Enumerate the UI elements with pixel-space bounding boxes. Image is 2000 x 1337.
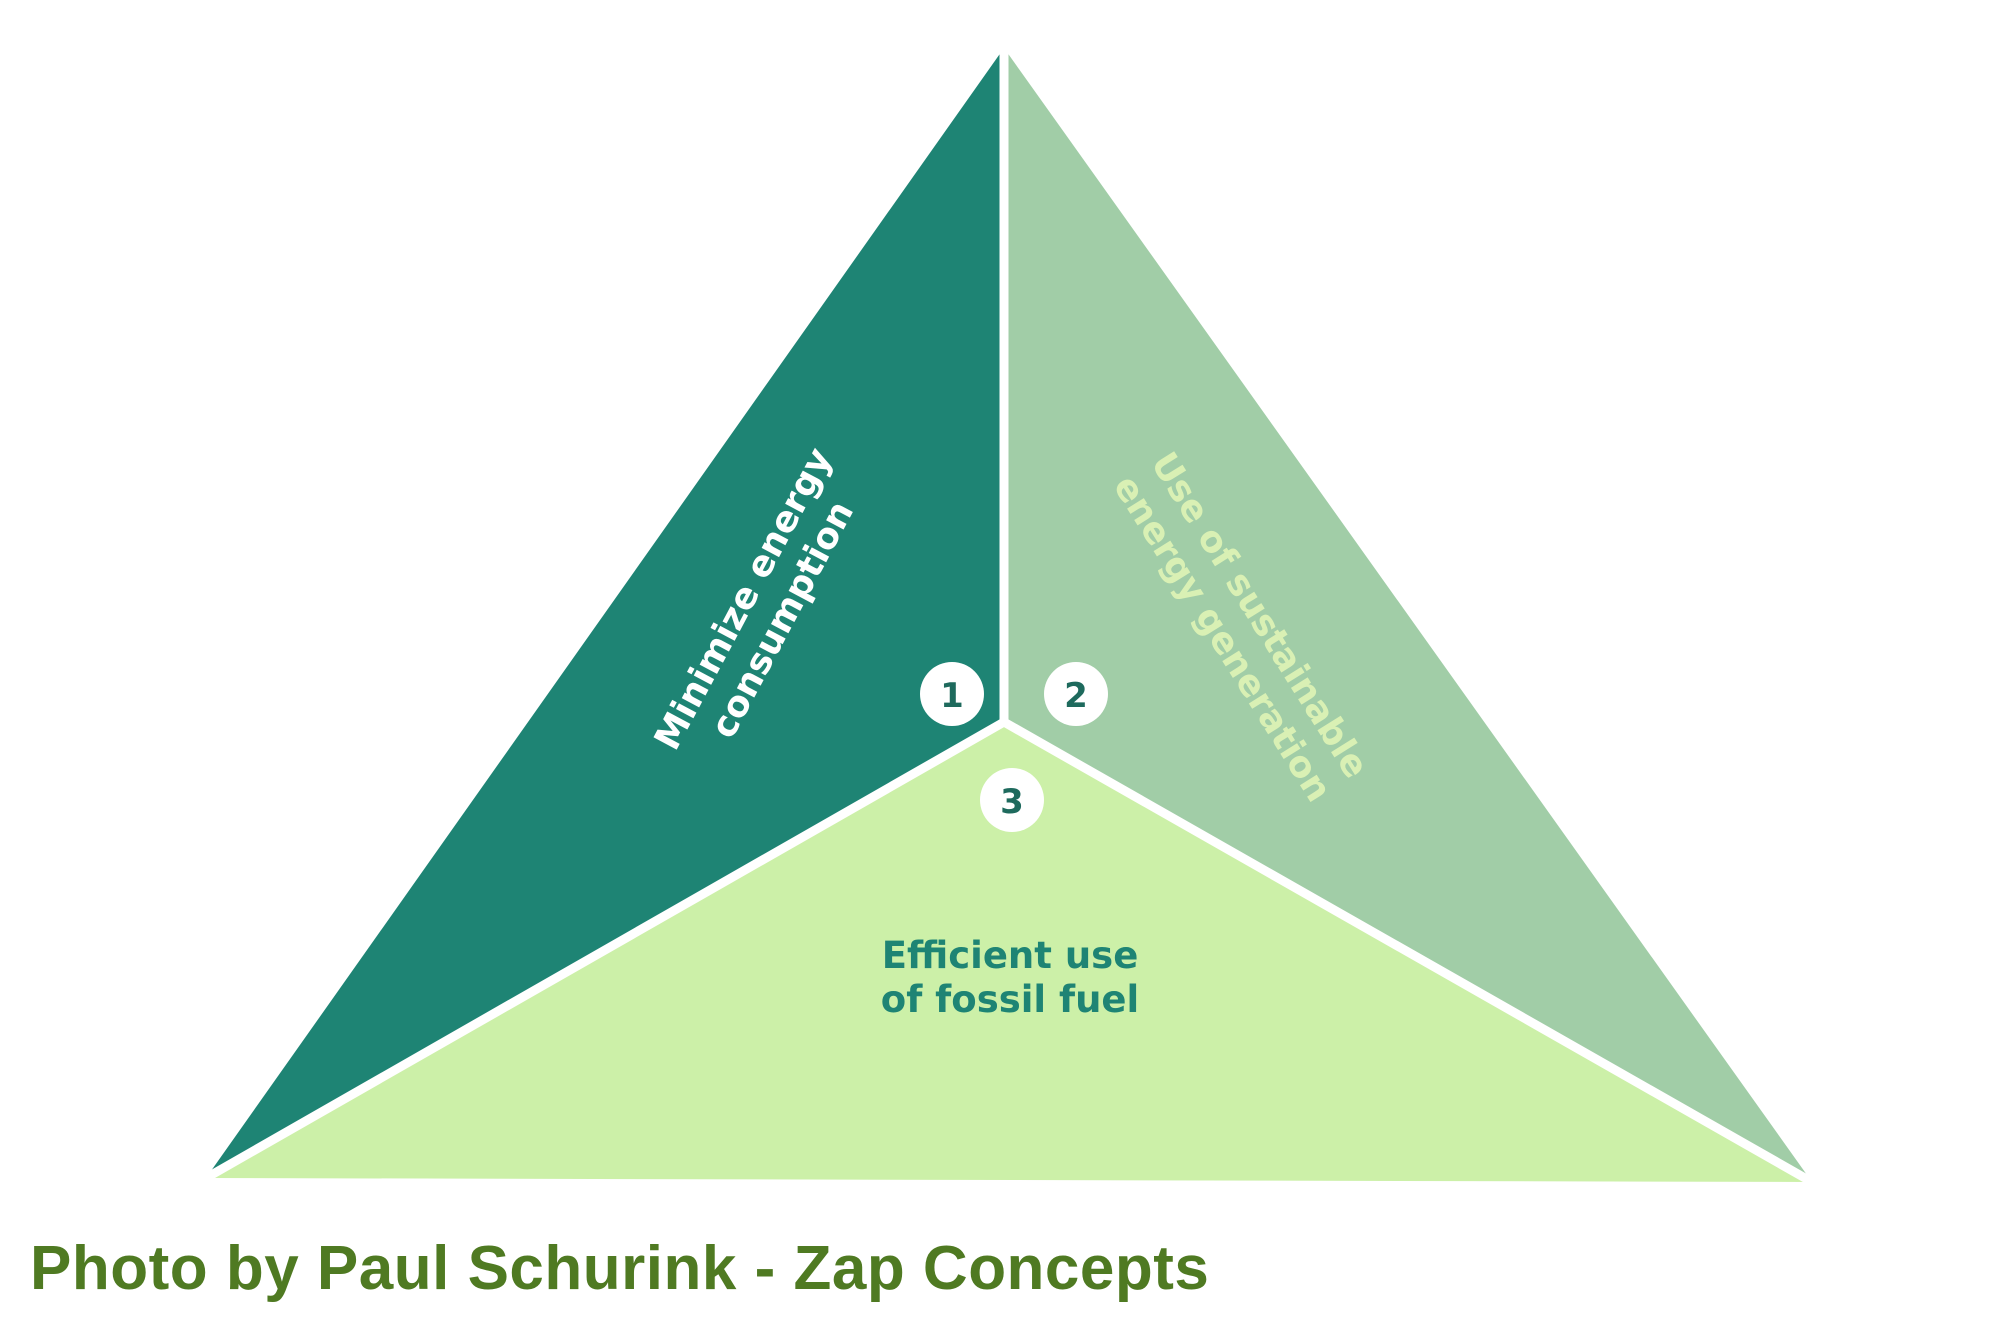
badge-1-number: 1: [940, 676, 964, 716]
label-fossil-fuel-line1: Efficient use: [882, 934, 1139, 977]
segment-minimize-energy: [206, 48, 1004, 1178]
badge-3: 3: [980, 768, 1044, 832]
label-fossil-fuel: Efficient use of fossil fuel: [881, 934, 1139, 1021]
badge-3-number: 3: [1000, 782, 1024, 822]
badge-1: 1: [920, 662, 984, 726]
segment-dividers: [201, 39, 1817, 1187]
segment-sustainable-generation: [1004, 48, 1812, 1182]
badge-2-number: 2: [1064, 676, 1088, 716]
photo-credit-caption: Photo by Paul Schurink - Zap Concepts: [30, 1234, 1210, 1303]
segment-fossil-fuel: [206, 722, 1812, 1182]
label-fossil-fuel-line2: of fossil fuel: [881, 978, 1139, 1021]
badge-2: 2: [1044, 662, 1108, 726]
